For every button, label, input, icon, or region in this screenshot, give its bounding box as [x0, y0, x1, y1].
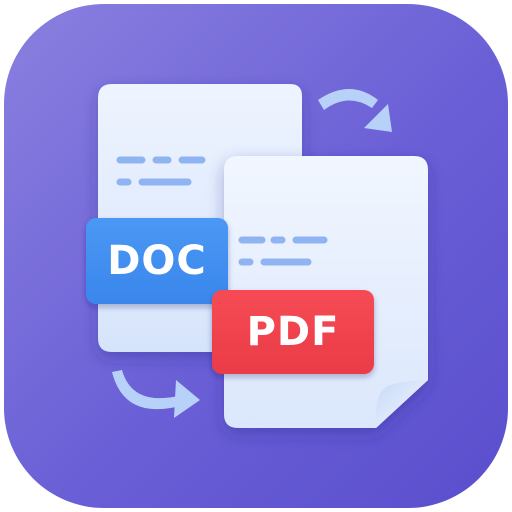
- arrow-bottom-curve-icon: [112, 370, 200, 418]
- page-curl: [375, 380, 428, 428]
- front-document-lines: [238, 236, 328, 266]
- back-document-lines: [116, 156, 206, 186]
- pdf-badge: [212, 290, 374, 374]
- doc-badge: [86, 218, 228, 304]
- arrow-right-curve-icon: [318, 89, 392, 132]
